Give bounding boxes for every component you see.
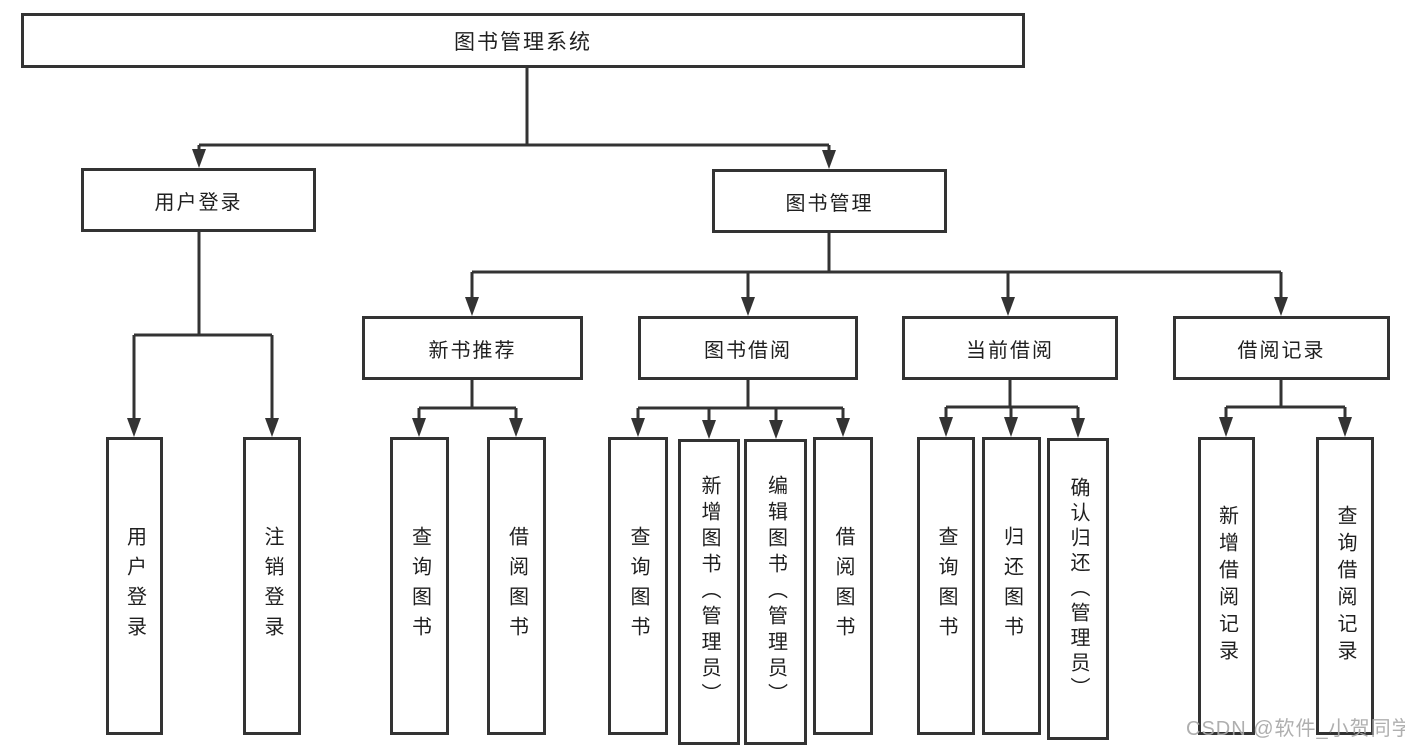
leaf-bor-edit-book-admin: 编辑图书（管理员） <box>744 439 807 745</box>
leaf-bor-query-book: 查询图书 <box>608 437 668 735</box>
leaf-bor-add-book-admin: 新增图书（管理员） <box>678 439 740 745</box>
leaf-rec-query-book: 查询图书 <box>390 437 449 735</box>
connector-bookmgmt-to-level3 <box>465 233 1288 316</box>
leaf-cur-query-book: 查询图书 <box>917 437 975 735</box>
leaf-cur-return-book: 归还图书 <box>982 437 1041 735</box>
connector-borrowrecord-to-leaves <box>1219 380 1352 437</box>
leaf-cur-confirm-return-admin: 确认归还（管理员） <box>1047 438 1109 740</box>
csdn-watermark: CSDN @软件_小贺同学 <box>1186 718 1405 740</box>
leaf-add-borrow-record: 新增借阅记录 <box>1198 437 1255 735</box>
node-user-login: 用户登录 <box>81 168 316 232</box>
leaf-query-borrow-record: 查询借阅记录 <box>1316 437 1374 735</box>
node-book-borrow: 图书借阅 <box>638 316 858 380</box>
node-new-book-recommend: 新书推荐 <box>362 316 583 380</box>
leaf-logout: 注销登录 <box>243 437 301 735</box>
node-current-borrow: 当前借阅 <box>902 316 1118 380</box>
connector-userlogin-to-leaves <box>127 232 279 437</box>
leaf-user-login: 用户登录 <box>106 437 163 735</box>
leaf-bor-borrow-book: 借阅图书 <box>813 437 873 735</box>
connector-bookborrow-to-leaves <box>631 380 850 439</box>
connector-currentborrow-to-leaves <box>939 380 1085 438</box>
node-borrow-record: 借阅记录 <box>1173 316 1390 380</box>
connector-newbookrec-to-leaves <box>412 380 523 437</box>
connector-root-to-level2 <box>192 68 836 169</box>
node-root-system: 图书管理系统 <box>21 13 1025 68</box>
node-book-management: 图书管理 <box>712 169 947 233</box>
leaf-rec-borrow-book: 借阅图书 <box>487 437 546 735</box>
